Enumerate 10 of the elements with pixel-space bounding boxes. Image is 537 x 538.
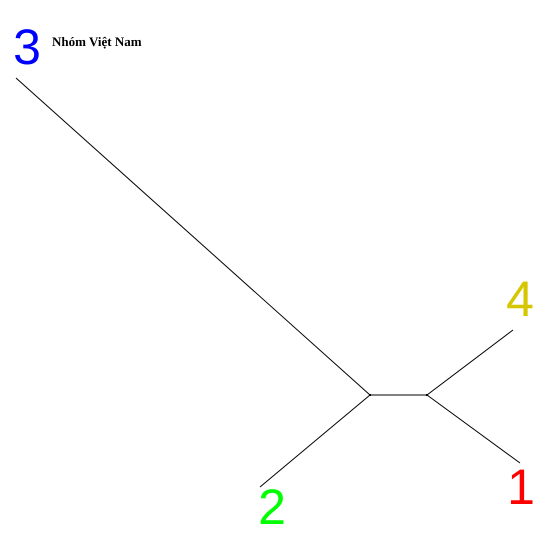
tree-branch	[370, 394, 428, 396]
tree-branch	[16, 78, 370, 396]
leaf-label: 3	[8, 22, 46, 78]
leaf-label: 2	[252, 482, 292, 538]
group-label: Nhóm Việt Nam	[52, 34, 142, 50]
leaf-label: 1	[505, 462, 537, 518]
tree-branch	[426, 394, 520, 464]
tree-branch	[260, 394, 370, 488]
leaf-label: 4	[503, 274, 537, 330]
tree-branch	[426, 330, 514, 396]
